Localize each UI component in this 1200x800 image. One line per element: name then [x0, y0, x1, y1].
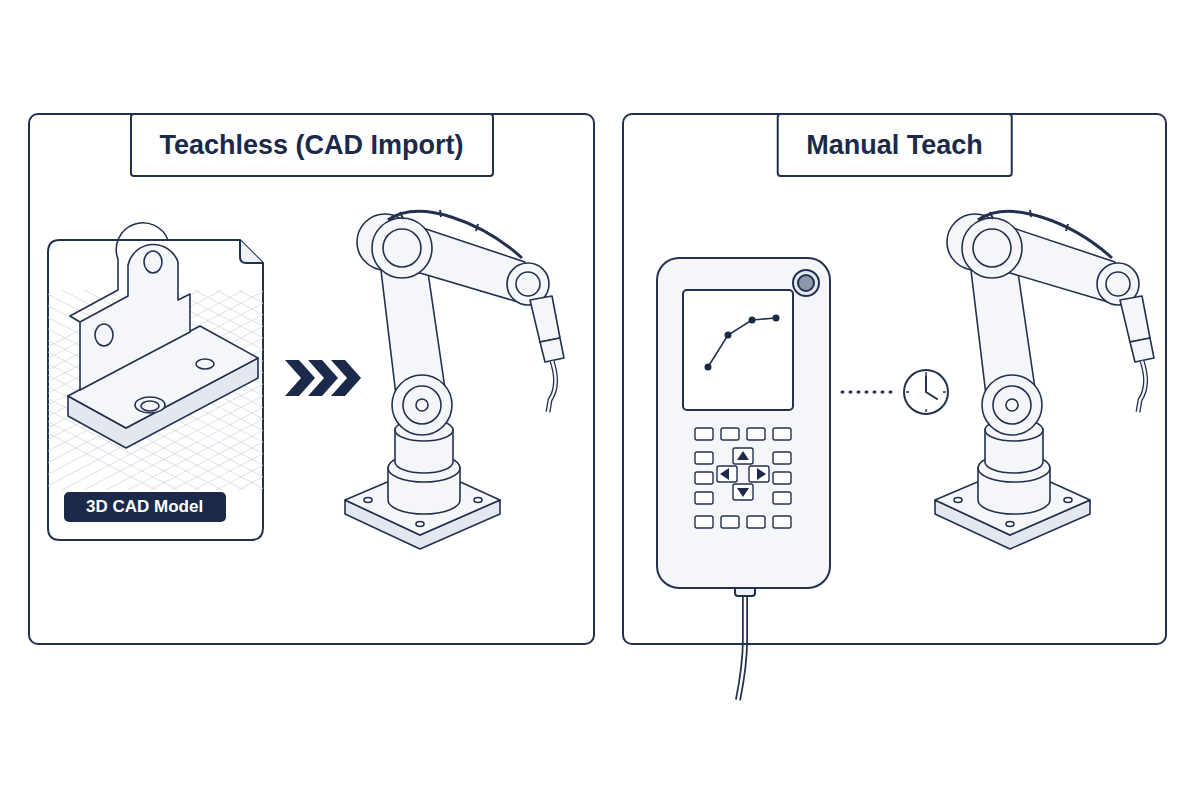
- panel: Manual Teach: [622, 113, 1167, 645]
- label-text: 3D CAD Model: [64, 492, 226, 522]
- cad-document: [0, 240, 684, 540]
- panel-heading: Manual Teach: [776, 113, 1013, 177]
- grid-line: [194, 290, 574, 490]
- chevron-arrows: [285, 360, 361, 396]
- file-label: 3D CAD Model: [64, 492, 226, 522]
- grid-line: [282, 290, 662, 490]
- bracket-model: [68, 223, 258, 448]
- grid-line: [194, 290, 574, 490]
- grid-line: [18, 290, 398, 490]
- grid-line: [304, 290, 684, 490]
- teach-pendant: [657, 258, 830, 700]
- grid-line: [282, 290, 662, 490]
- robot-arm: [935, 210, 1154, 549]
- grid-line: [18, 290, 398, 490]
- grid-line: [304, 290, 684, 490]
- panel-heading: Teachless (CAD Import): [129, 113, 493, 177]
- time-indicator: [842, 370, 948, 414]
- robot-arm: [345, 210, 564, 549]
- panel: Teachless (CAD Import) 3D CAD Model: [28, 113, 595, 645]
